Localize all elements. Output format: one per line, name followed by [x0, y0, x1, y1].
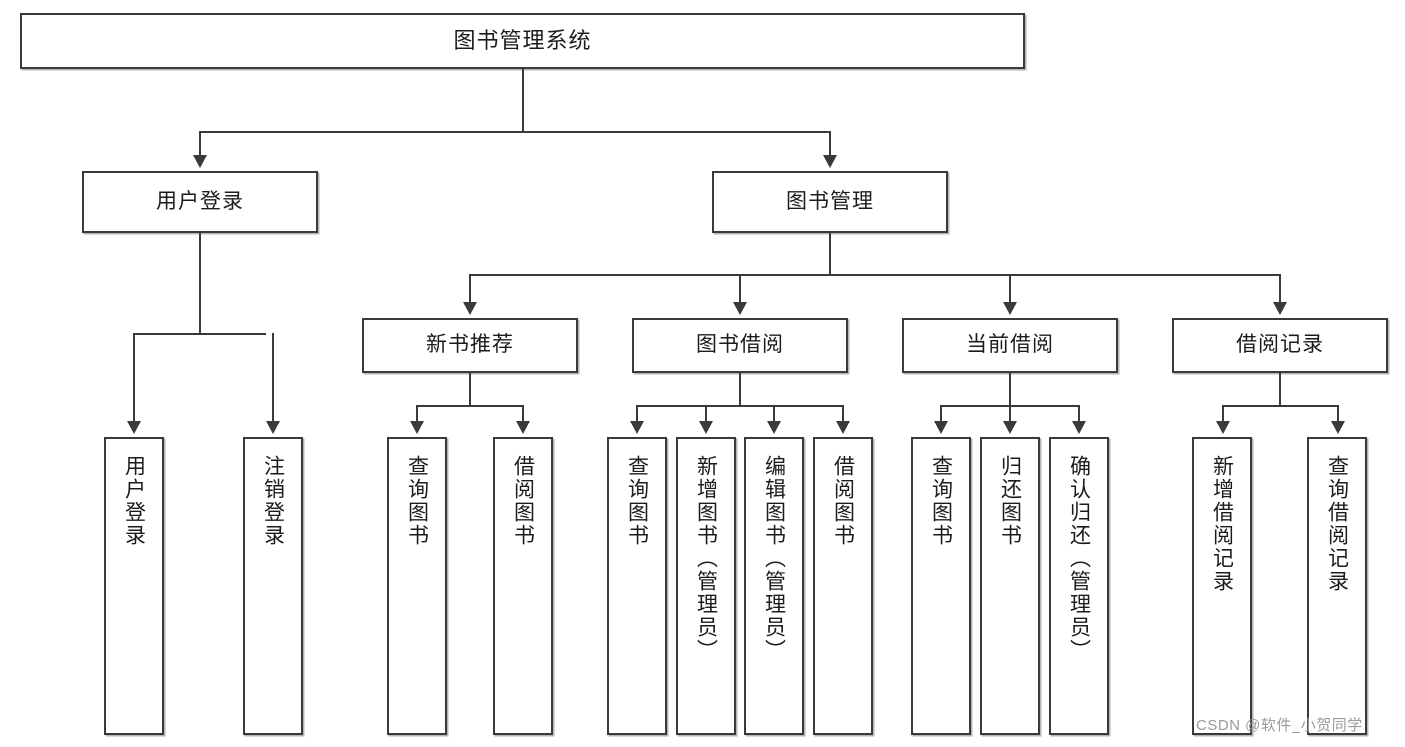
- leaf-book-borrow-query[interactable]: 查询图书: [607, 437, 667, 735]
- node-label: 图书管理: [786, 189, 874, 213]
- connector-root-stem: [522, 69, 524, 132]
- connector-book-borrow-drop-1: [636, 405, 638, 423]
- arrowhead-current-borrow-leaf-3: [1072, 421, 1086, 434]
- node-root-library-management-system[interactable]: 图书管理系统: [20, 13, 1025, 69]
- arrowhead-book-borrow-leaf-4: [836, 421, 850, 434]
- node-book-management[interactable]: 图书管理: [712, 171, 948, 233]
- connector-book-manage-stem: [829, 233, 831, 275]
- arrowhead-current-borrow-leaf-2: [1003, 421, 1017, 434]
- leaf-book-borrow-edit[interactable]: 编辑图书（管理员）: [744, 437, 804, 735]
- arrowhead-to-current-borrow: [1003, 302, 1017, 315]
- leaf-label: 查询图书: [625, 455, 649, 547]
- node-current-borrow[interactable]: 当前借阅: [902, 318, 1118, 373]
- connector-book-manage-bus: [469, 274, 1280, 276]
- connector-current-borrow-drop-3: [1078, 405, 1080, 423]
- leaf-label: 新增借阅记录: [1210, 455, 1234, 593]
- arrowhead-to-new-book-recommend: [463, 302, 477, 315]
- node-label: 图书借阅: [696, 333, 784, 357]
- connector-current-borrow-stem: [1009, 373, 1011, 406]
- leaf-current-borrow-query[interactable]: 查询图书: [911, 437, 971, 735]
- connector-current-borrow-drop-2: [1009, 405, 1011, 423]
- connector-borrow-record-drop-2: [1337, 405, 1339, 423]
- leaf-new-book-query[interactable]: 查询图书: [387, 437, 447, 735]
- leaf-current-borrow-return[interactable]: 归还图书: [980, 437, 1040, 735]
- arrowhead-current-borrow-leaf-1: [934, 421, 948, 434]
- connector-new-book-drop-2: [522, 405, 524, 423]
- connector-borrow-record-drop-1: [1222, 405, 1224, 423]
- leaf-label: 用户登录: [122, 455, 146, 547]
- connector-book-manage-drop-1: [469, 274, 471, 304]
- arrowhead-to-borrow-record: [1273, 302, 1287, 315]
- node-label: 借阅记录: [1236, 333, 1324, 357]
- connector-book-borrow-stem: [739, 373, 741, 406]
- leaf-label: 新增图书（管理员）: [694, 455, 718, 662]
- leaf-label: 查询借阅记录: [1325, 455, 1349, 593]
- arrowhead-borrow-record-leaf-1: [1216, 421, 1230, 434]
- node-label: 图书管理系统: [453, 28, 592, 54]
- connector-user-login-drop-2: [272, 333, 274, 423]
- connector-user-login-bus: [133, 333, 266, 335]
- arrowhead-new-book-leaf-2: [516, 421, 530, 434]
- leaf-borrow-record-add[interactable]: 新增借阅记录: [1192, 437, 1252, 735]
- connector-book-manage-drop-4: [1279, 274, 1281, 304]
- leaf-label: 注销登录: [261, 455, 285, 547]
- node-label: 新书推荐: [426, 333, 514, 357]
- connector-book-borrow-drop-3: [773, 405, 775, 423]
- node-borrow-record[interactable]: 借阅记录: [1172, 318, 1388, 373]
- arrowhead-to-book-borrow: [733, 302, 747, 315]
- leaf-book-borrow-add[interactable]: 新增图书（管理员）: [676, 437, 736, 735]
- node-label: 当前借阅: [966, 333, 1054, 357]
- connector-new-book-bus: [416, 405, 523, 407]
- leaf-label: 借阅图书: [511, 455, 535, 547]
- arrowhead-book-borrow-leaf-1: [630, 421, 644, 434]
- connector-user-login-stem: [199, 233, 201, 334]
- connector-current-borrow-drop-1: [940, 405, 942, 423]
- node-book-borrow[interactable]: 图书借阅: [632, 318, 848, 373]
- arrowhead-book-borrow-leaf-3: [767, 421, 781, 434]
- node-user-login[interactable]: 用户登录: [82, 171, 318, 233]
- connector-new-book-stem: [469, 373, 471, 406]
- connector-new-book-drop-1: [416, 405, 418, 423]
- connector-book-borrow-drop-4: [842, 405, 844, 423]
- leaf-label: 查询图书: [405, 455, 429, 547]
- leaf-user-login-logout[interactable]: 注销登录: [243, 437, 303, 735]
- leaf-label: 借阅图书: [831, 455, 855, 547]
- leaf-label: 确认归还（管理员）: [1067, 455, 1091, 662]
- leaf-book-borrow-borrow[interactable]: 借阅图书: [813, 437, 873, 735]
- connector-root-to-user-login: [199, 131, 201, 157]
- connector-book-manage-drop-3: [1009, 274, 1011, 304]
- leaf-label: 编辑图书（管理员）: [762, 455, 786, 662]
- arrowhead-user-login-leaf-1: [127, 421, 141, 434]
- connector-user-login-drop-1: [133, 333, 135, 423]
- leaf-borrow-record-query[interactable]: 查询借阅记录: [1307, 437, 1367, 735]
- leaf-current-borrow-confirm-return[interactable]: 确认归还（管理员）: [1049, 437, 1109, 735]
- arrowhead-book-borrow-leaf-2: [699, 421, 713, 434]
- connector-borrow-record-stem: [1279, 373, 1281, 406]
- arrowhead-user-login-leaf-2: [266, 421, 280, 434]
- leaf-new-book-borrow[interactable]: 借阅图书: [493, 437, 553, 735]
- connector-book-borrow-bus: [636, 405, 843, 407]
- connector-root-bus: [199, 131, 831, 133]
- arrowhead-new-book-leaf-1: [410, 421, 424, 434]
- leaf-label: 查询图书: [929, 455, 953, 547]
- connector-borrow-record-bus: [1222, 405, 1338, 407]
- node-new-book-recommend[interactable]: 新书推荐: [362, 318, 578, 373]
- leaf-label: 归还图书: [998, 455, 1022, 547]
- watermark: CSDN @软件_小贺同学: [1196, 717, 1363, 734]
- arrowhead-root-to-user-login: [193, 155, 207, 168]
- arrowhead-root-to-book-manage: [823, 155, 837, 168]
- connector-book-manage-drop-2: [739, 274, 741, 304]
- node-label: 用户登录: [156, 189, 244, 213]
- connector-root-to-book-manage: [829, 131, 831, 157]
- connector-book-borrow-drop-2: [705, 405, 707, 423]
- leaf-user-login-login[interactable]: 用户登录: [104, 437, 164, 735]
- arrowhead-borrow-record-leaf-2: [1331, 421, 1345, 434]
